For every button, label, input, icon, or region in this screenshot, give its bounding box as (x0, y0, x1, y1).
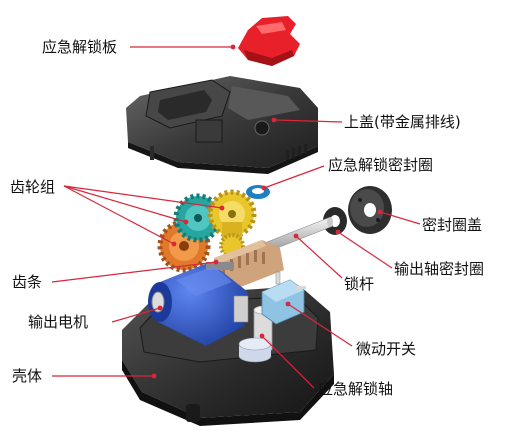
label-emergency-unlock-plate: 应急解锁板 (42, 38, 118, 56)
seal-cover-part (348, 186, 392, 234)
emergency-unlock-plate-part (238, 16, 300, 66)
label-lock-rod: 锁杆 (344, 275, 375, 293)
label-housing: 壳体 (12, 367, 43, 385)
label-seal-cover: 密封圈盖 (422, 216, 483, 234)
label-output-shaft-seal: 输出轴密封圈 (394, 260, 485, 278)
leader-lines (51, 44, 421, 389)
label-micro-switch: 微动开关 (356, 340, 417, 358)
label-upper-cover: 上盖(带金属排线) (344, 113, 461, 131)
output-motor-part (148, 262, 249, 346)
label-output-motor: 输出电机 (28, 313, 89, 331)
output-shaft-seal-part (323, 207, 347, 235)
label-emergency-unlock-seal: 应急解锁密封圈 (328, 156, 434, 174)
micro-switch-part (261, 271, 306, 325)
label-rack: 齿条 (12, 273, 43, 291)
upper-cover-part (126, 76, 318, 174)
label-gear-set: 齿轮组 (10, 178, 56, 196)
gear-set-part (157, 189, 257, 273)
label-emergency-unlock-shaft: 应急解锁轴 (318, 380, 394, 398)
